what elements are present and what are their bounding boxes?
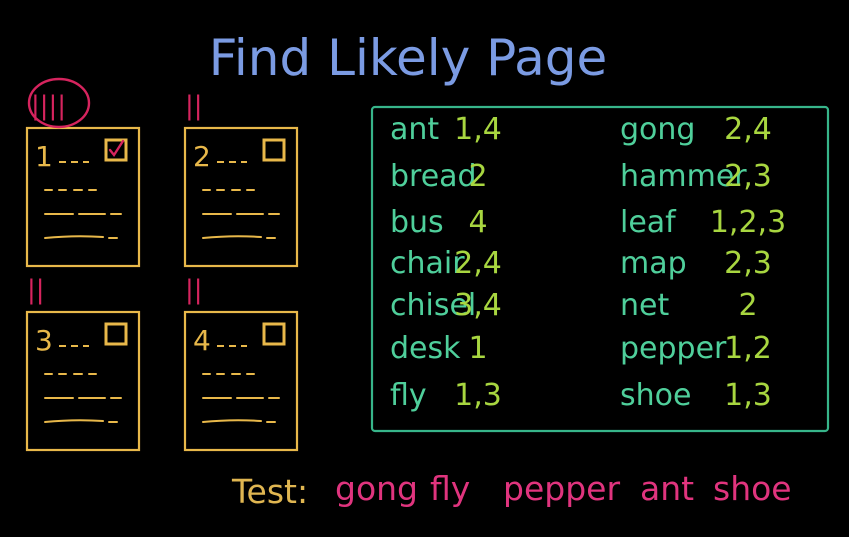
test-label: Test:	[231, 472, 308, 511]
index-entry: fly 1,3	[390, 378, 502, 413]
index-word: hammer	[620, 159, 747, 194]
page-number: 1	[35, 140, 53, 173]
index-entry: net 2	[620, 288, 758, 323]
index-word: map	[620, 246, 687, 281]
page-checkbox	[262, 138, 286, 162]
index-word: net	[620, 288, 669, 323]
index-word: bus	[390, 205, 444, 240]
page-checkbox	[262, 322, 286, 346]
tally-marks: ||||	[31, 91, 66, 121]
index-entry: map 2,3	[620, 246, 772, 281]
index-pages: 2	[468, 159, 487, 194]
index-word: fly	[390, 378, 427, 413]
index-pages: 1,2,3	[710, 205, 786, 240]
index-word: shoe	[620, 378, 691, 413]
page-number: 4	[193, 324, 211, 357]
page-card-frame	[25, 310, 141, 452]
text-scribble	[202, 235, 276, 239]
tally-marks: ||	[185, 91, 203, 121]
index-word: pepper	[620, 331, 727, 366]
test-word: pepper	[503, 469, 620, 508]
tally-marks: ||	[185, 275, 203, 305]
index-entry: gong 2,4	[620, 112, 772, 147]
page-card: 4 ||	[183, 275, 299, 452]
index-pages: 2,3	[724, 159, 772, 194]
index-pages: 2	[738, 288, 757, 323]
page-card: 2 ||	[183, 91, 299, 268]
page-checkbox	[104, 322, 128, 346]
page-card-frame	[25, 126, 141, 268]
index-word: gong	[620, 112, 695, 147]
index-word: chair	[390, 246, 465, 281]
index-word: leaf	[620, 205, 677, 240]
tally-circle	[27, 77, 91, 129]
index-word: chisel	[390, 288, 476, 323]
page-number: 3	[35, 324, 53, 357]
pages-group: 1 |||| 2 || 3 || 4 ||	[25, 77, 299, 452]
test-word: fly	[430, 469, 470, 508]
test-word: shoe	[713, 469, 792, 508]
index-pages: 1,3	[454, 378, 502, 413]
index-entry: ant 1,4	[390, 112, 502, 147]
index-entry: shoe 1,3	[620, 378, 772, 413]
test-word: gong	[335, 469, 418, 508]
text-scribble	[202, 419, 276, 423]
index-pages: 1,3	[724, 378, 772, 413]
page-card: 3 ||	[25, 275, 141, 452]
page-card: 1 ||||	[25, 77, 141, 268]
page-card-frame	[183, 310, 299, 452]
index-entry: bus 4	[390, 205, 488, 240]
text-scribble	[44, 419, 118, 423]
index-word: desk	[390, 331, 461, 366]
page-card-frame	[183, 126, 299, 268]
index-pages: 2,4	[724, 112, 772, 147]
index-pages: 1	[468, 331, 487, 366]
index-word: ant	[390, 112, 439, 147]
test-word: ant	[640, 469, 694, 508]
index-pages: 4	[468, 205, 487, 240]
tally-marks: ||	[27, 275, 45, 305]
index-word: bread	[390, 159, 477, 194]
title: Find Likely Page	[209, 29, 607, 87]
index-box	[370, 105, 830, 433]
index-pages: 1,4	[454, 112, 502, 147]
index-pages: 3,4	[454, 288, 502, 323]
page-number: 2	[193, 140, 211, 173]
index-pages: 2,3	[724, 246, 772, 281]
check-mark-icon	[108, 139, 125, 158]
index-entry: leaf 1,2,3	[620, 205, 786, 240]
index-pages: 1,2	[724, 331, 772, 366]
index-pages: 2,4	[454, 246, 502, 281]
page-checkbox	[104, 138, 128, 162]
text-scribble	[44, 235, 118, 239]
